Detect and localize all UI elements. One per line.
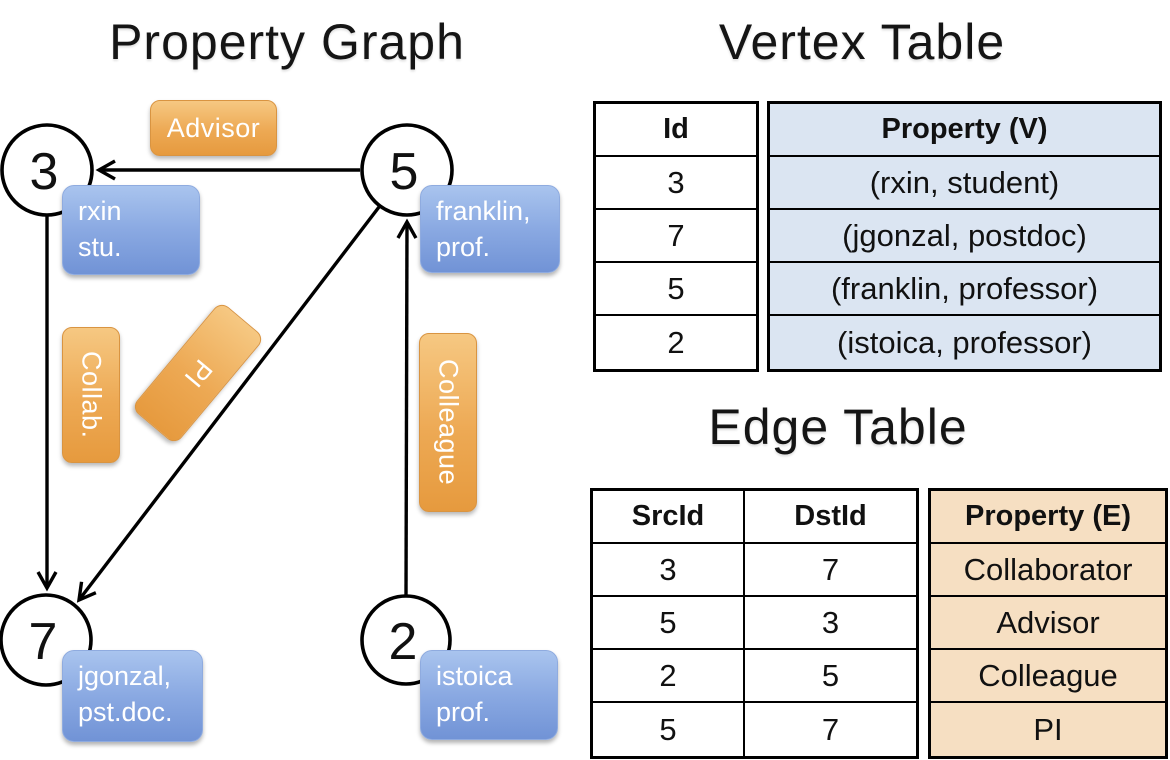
edge-label-advisor: Advisor [150,100,277,156]
table-row: 5 3 [593,597,916,650]
vertex-property-box-rxin: rxin stu. [62,185,200,275]
edge-table-header-dstid: DstId [794,500,867,532]
table-cell: (istoica, professor) [837,324,1092,360]
edge-label-collab: Collab. [62,327,120,463]
edge-table-header-property: Property (E) [931,491,1165,544]
vertex-property-line: pst.doc. [78,697,173,727]
vertex-property-line: istoica [436,661,513,691]
vertex-property-line: stu. [78,232,122,262]
table-cell: Colleague [931,650,1165,703]
vertex-property-line: jgonzal, [78,661,172,691]
vertex-property-line: rxin [78,196,122,226]
table-cell: (jgonzal, postdoc) [770,210,1159,263]
table-cell: 5 [821,657,840,693]
vertex-property-box-jgonzal: jgonzal, pst.doc. [62,650,203,742]
table-cell: 5 [593,703,745,756]
table-cell: 7 [821,711,840,747]
table-cell: 5 [593,597,745,648]
node-2-id: 2 [389,613,418,671]
vertex-table-header-property: Property (V) [770,104,1159,157]
vertex-property-box-franklin: franklin, prof. [420,185,560,273]
node-3-id: 3 [30,143,59,201]
vertex-table-property-column: Property (V) (rxin, student) (jgonzal, p… [767,101,1162,372]
edge-table-header-row: SrcId DstId [593,491,916,544]
edge-table-id-columns: SrcId DstId 3 7 5 3 2 5 5 7 [590,488,919,759]
property-graph-title: Property Graph [109,14,465,70]
table-cell: Collaborator [931,544,1165,597]
vertex-property-line: prof. [436,697,491,727]
table-cell: 3 [821,604,840,640]
table-cell: 5 [596,263,756,316]
node-5-id: 5 [390,143,419,201]
edge-table-title: Edge Table [708,399,968,455]
vertex-table-header-id: Id [596,104,756,157]
table-cell: 2 [593,650,745,701]
edge-5-to-7 [76,205,381,603]
table-cell: PI [1033,711,1063,747]
vertex-table-id-column: Id 3 7 5 2 [593,101,759,372]
table-cell: 3 [596,157,756,210]
table-cell: Advisor [931,597,1165,650]
edge-table-header-srcid: SrcId [593,491,745,542]
edge-table-property-column: Property (E) Collaborator Advisor Collea… [928,488,1168,759]
table-cell: (rxin, student) [770,157,1159,210]
edge-2-to-5 [396,218,418,596]
table-row: 2 5 [593,650,916,703]
vertex-property-line: prof. [436,232,491,262]
table-cell: 2 [667,324,685,360]
node-7-id: 7 [29,613,58,671]
table-cell: (franklin, professor) [770,263,1159,316]
vertex-table-title: Vertex Table [718,14,1006,70]
vertex-property-line: franklin, [436,196,531,226]
table-cell: 3 [593,544,745,595]
table-cell: 7 [821,551,840,587]
vertex-property-box-istoica: istoica prof. [420,650,558,740]
table-row: 5 7 [593,703,916,756]
table-cell: 7 [596,210,756,263]
edge-label-colleague: Colleague [419,333,477,512]
table-row: 3 7 [593,544,916,597]
